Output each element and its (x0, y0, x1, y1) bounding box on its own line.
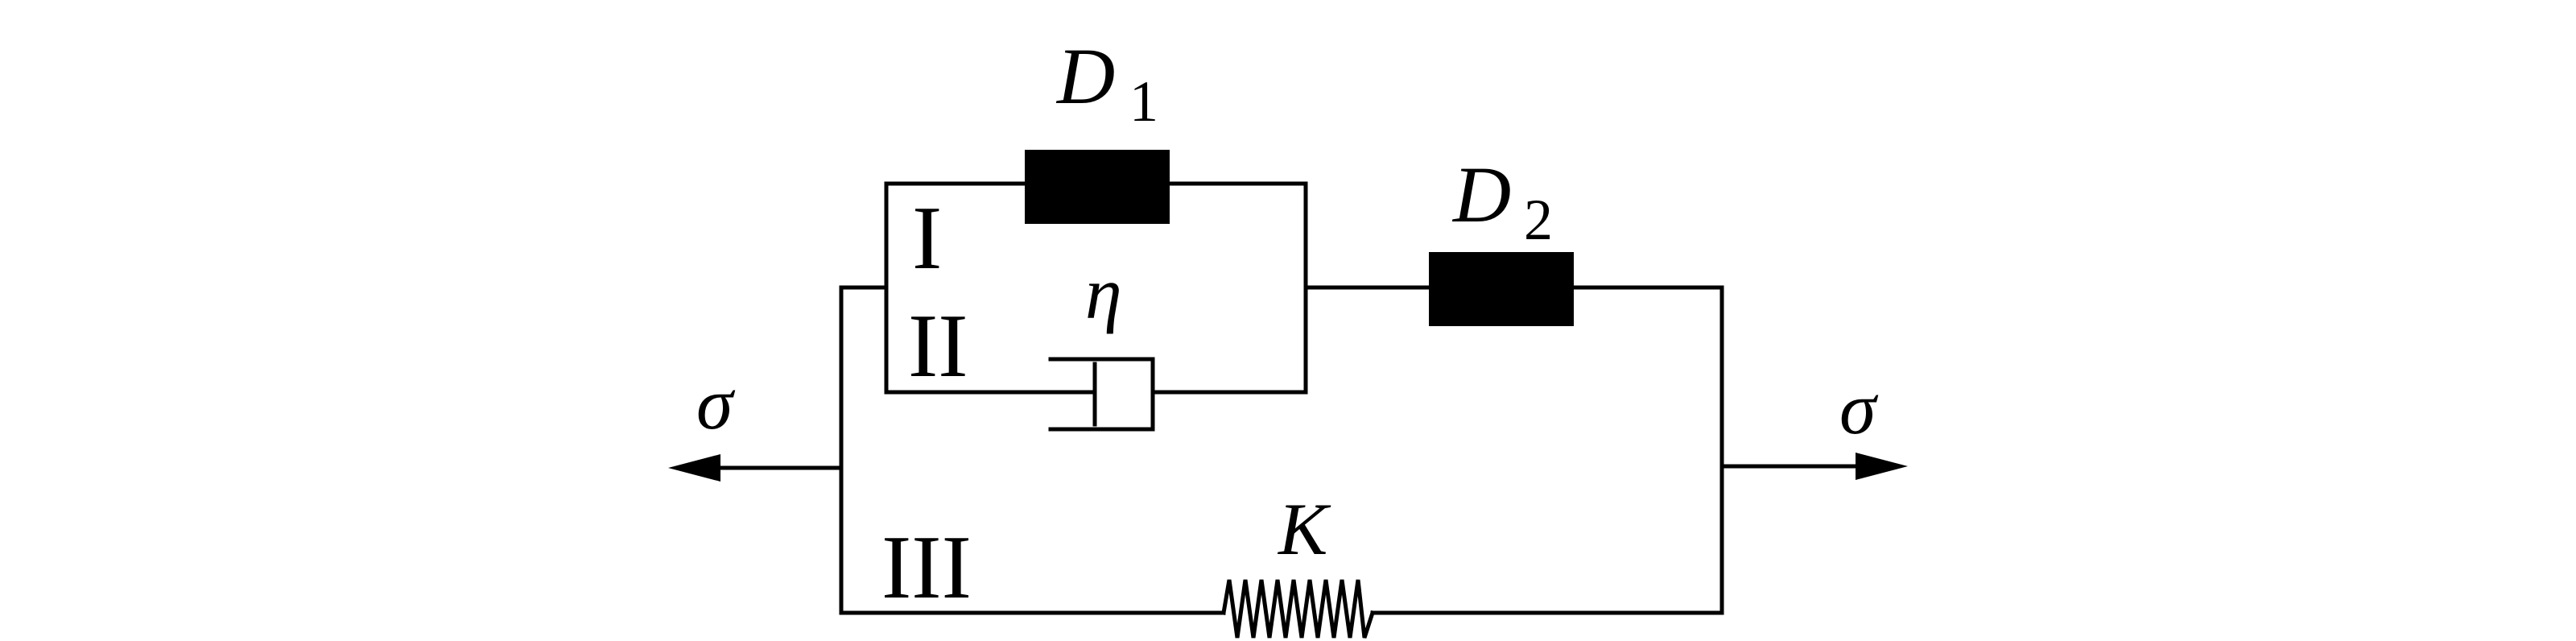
spring-label: K (1277, 488, 1331, 570)
svg-text:2: 2 (1524, 188, 1553, 252)
viscosity-label: η (1085, 252, 1122, 334)
right-arrow-head (1856, 453, 1908, 480)
stress-label-left: σ (696, 362, 736, 445)
damage-element-d1 (1025, 150, 1170, 224)
branch-2-label: II (908, 296, 968, 396)
d1-label: D 1 (1055, 31, 1158, 134)
svg-text:D: D (1055, 31, 1115, 121)
svg-text:D: D (1451, 150, 1511, 239)
branch-3-label: III (881, 518, 972, 618)
branch-1-label: I (912, 188, 942, 288)
spring-k (1221, 579, 1376, 639)
damage-element-d2 (1429, 252, 1574, 326)
stress-label-right: σ (1839, 367, 1879, 449)
dashpot-eta (1048, 357, 1155, 432)
left-arrow-head (668, 454, 720, 482)
svg-text:1: 1 (1129, 69, 1158, 134)
d2-label: D 2 (1451, 150, 1553, 252)
